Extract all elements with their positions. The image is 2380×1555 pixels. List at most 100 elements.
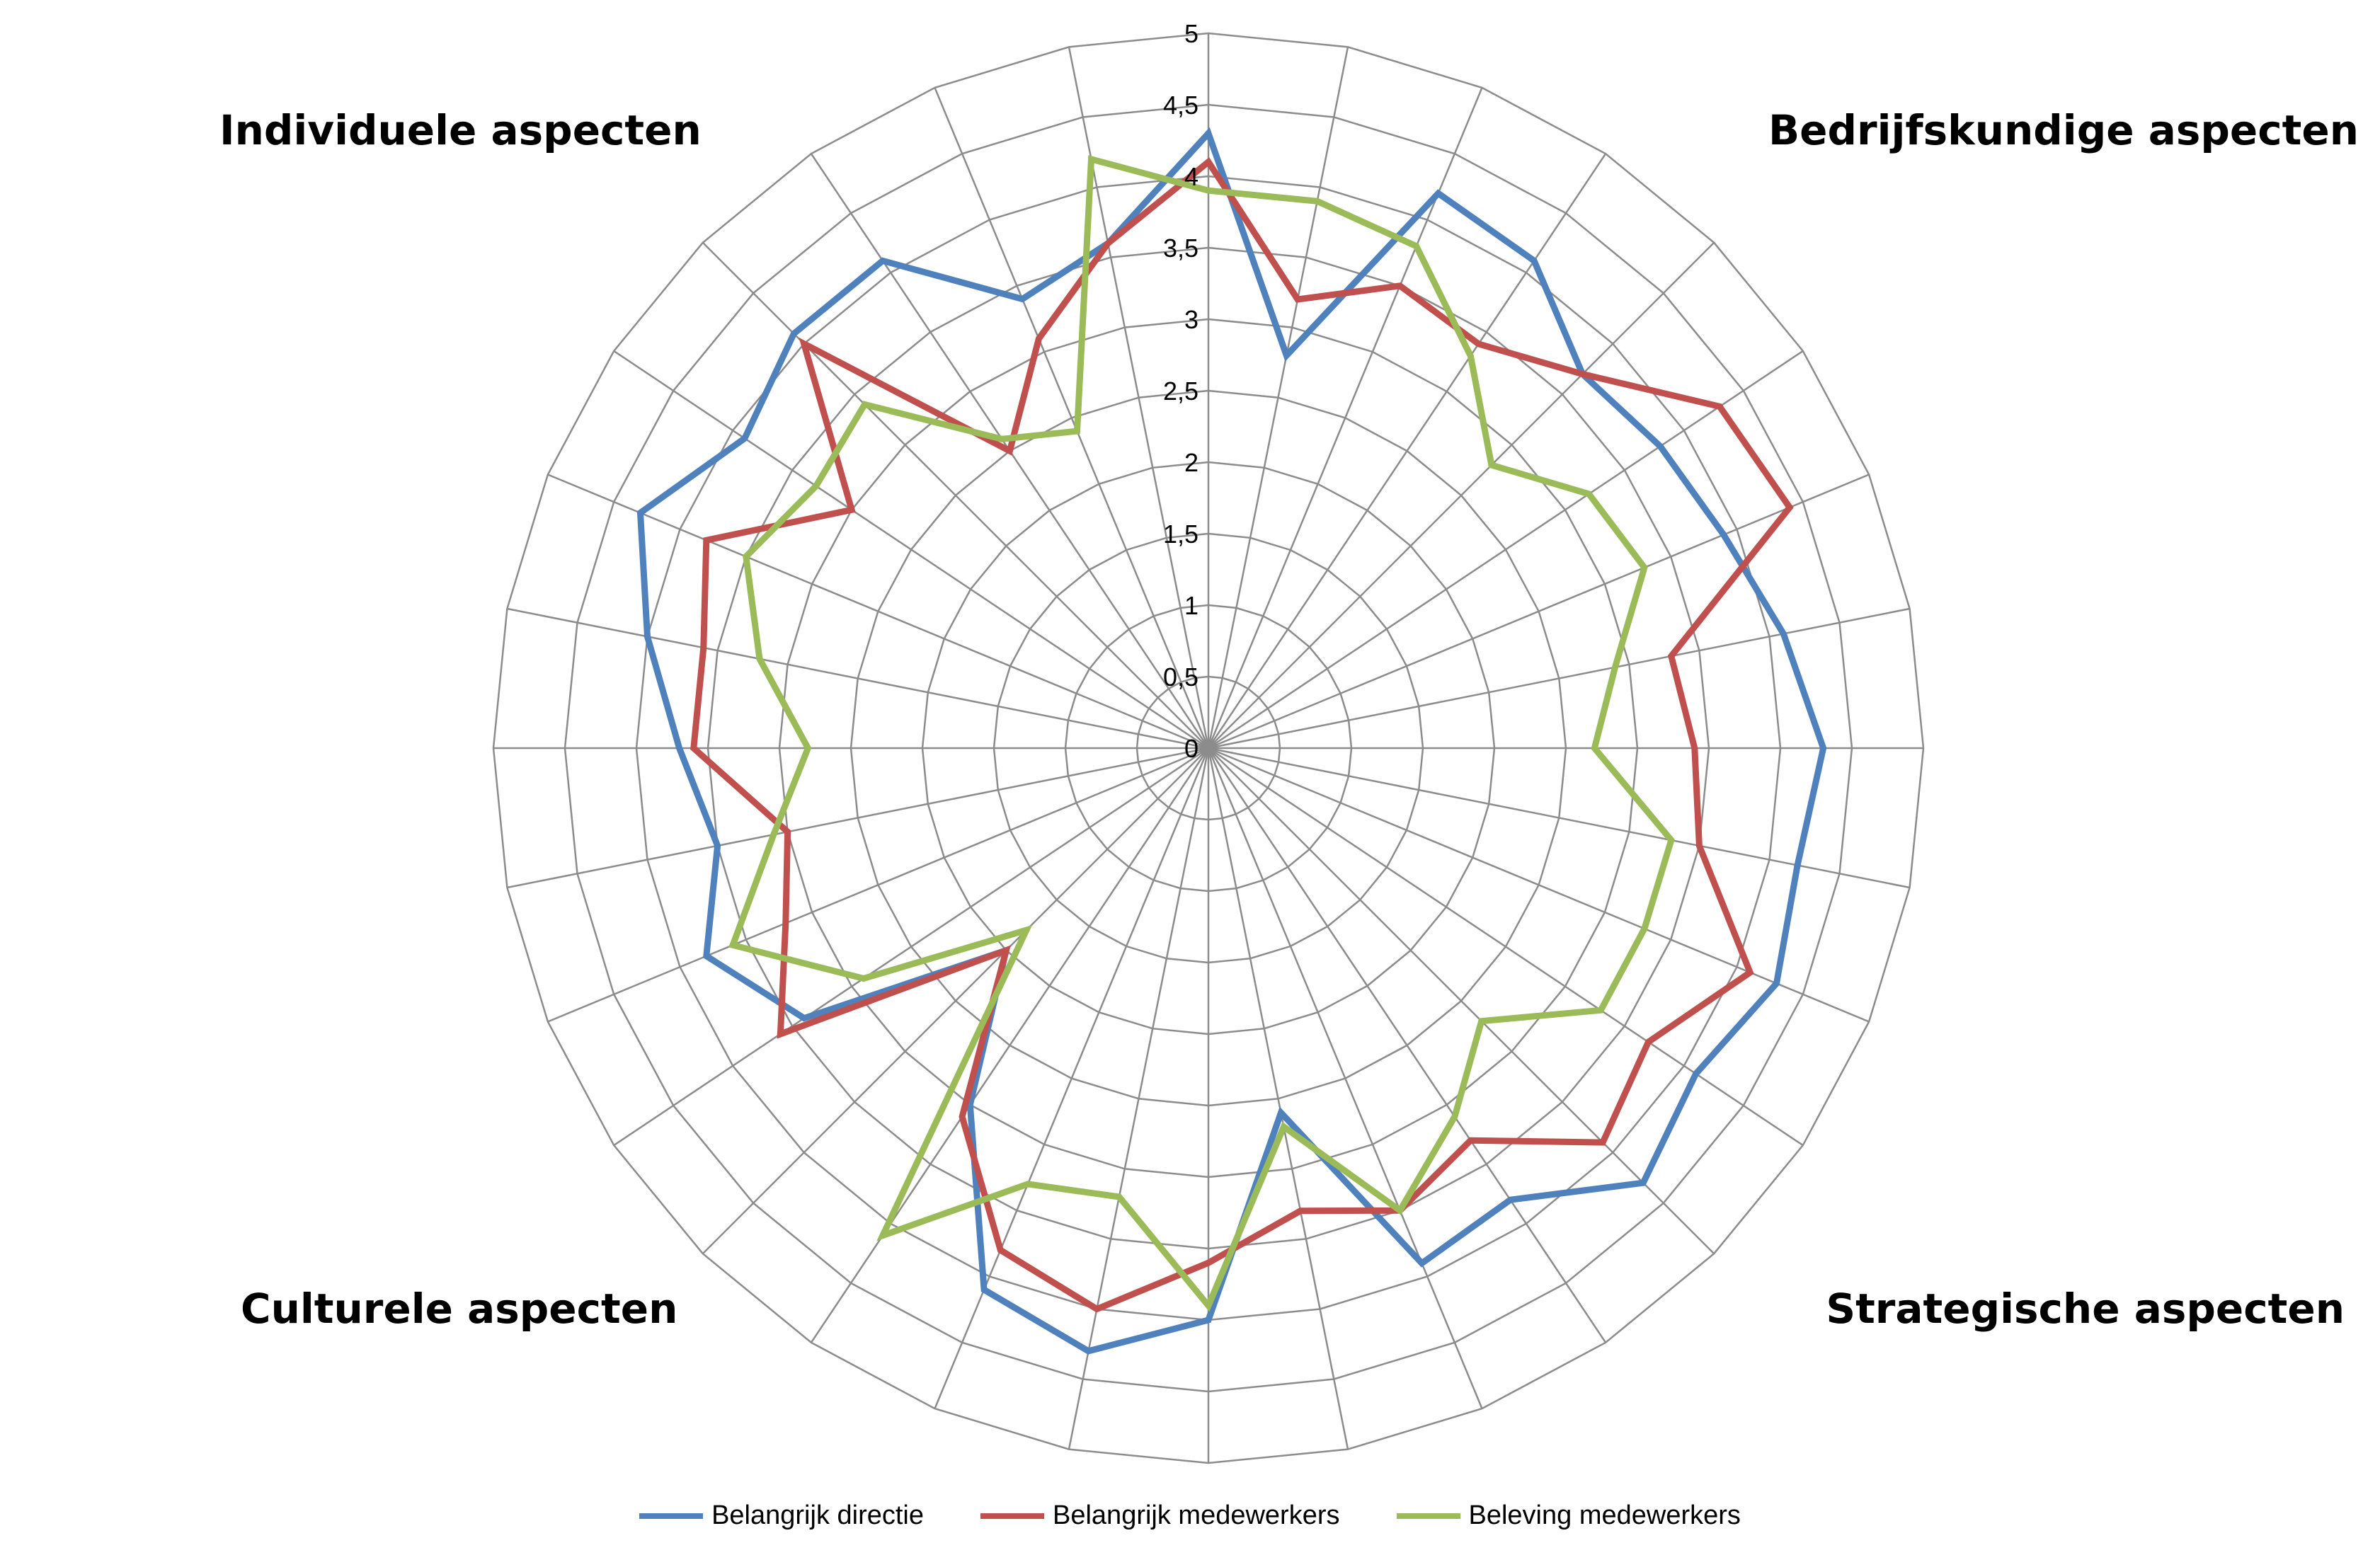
tick-label-6: 3: [1184, 305, 1198, 334]
series-1-point-9: [1696, 842, 1703, 849]
series-1-point-29: [1007, 448, 1013, 454]
series-1-point-3: [1475, 340, 1482, 347]
radar-spoke-3: [1207, 153, 1607, 749]
legend-item-belangrijk-directie: Belangrijk directie: [639, 1501, 924, 1531]
series-1-point-18: [997, 1247, 1004, 1253]
radar-spoke-28: [702, 241, 1209, 749]
series-2-point-4: [1488, 462, 1494, 469]
series-0-point-15: [1278, 1110, 1284, 1116]
radar-spoke-10: [1208, 747, 1870, 1023]
radar-spoke-13: [1207, 747, 1607, 1343]
series-2-point-16: [1206, 1302, 1211, 1309]
series-2-point-18: [1024, 1181, 1031, 1187]
series-2-point-27: [813, 483, 819, 489]
tick-label-5: 2,5: [1163, 377, 1198, 406]
radar-spoke-15: [1207, 747, 1349, 1450]
legend-swatch-belangrijk-directie: [639, 1513, 704, 1519]
series-0-point-5: [1657, 443, 1664, 449]
tick-label-4: 2: [1184, 448, 1198, 477]
series-1-point-13: [1468, 1137, 1474, 1144]
radar-spoke-5: [1208, 350, 1804, 750]
radar-spoke-23: [507, 747, 1209, 889]
series-1-point-17: [1094, 1306, 1100, 1312]
tick-label-8: 4: [1184, 162, 1198, 191]
series-0-point-18: [981, 1287, 988, 1293]
tick-label-0: 0: [1184, 734, 1198, 763]
series-1-point-4: [1579, 371, 1586, 377]
series-2-point-31: [1088, 156, 1094, 162]
series-0-point-28: [791, 331, 797, 337]
radar-spoke-1: [1207, 47, 1349, 749]
radar-spoke-21: [613, 747, 1209, 1147]
series-2-point-10: [1641, 926, 1647, 932]
series-2-point-2: [1413, 243, 1419, 249]
series-0-point-6: [1720, 532, 1727, 538]
series-2-point-3: [1468, 352, 1474, 359]
tick-label-3: 1,5: [1163, 520, 1198, 549]
series-0-point-9: [1795, 862, 1801, 868]
legend-label-belangrijk-medewerkers: Belangrijk medewerkers: [1053, 1501, 1340, 1530]
radial-tick-labels: 00,511,522,533,544,55: [1163, 19, 1198, 763]
series-1-point-30: [1036, 335, 1042, 342]
series-0-point-25: [644, 633, 651, 640]
series-2-point-5: [1586, 490, 1592, 497]
tick-label-2: 1: [1184, 591, 1198, 620]
series-1-point-0: [1206, 159, 1211, 165]
radar-spoke-30: [934, 87, 1210, 749]
series-0-point-14: [1419, 1260, 1425, 1266]
series-0-point-23: [714, 842, 721, 849]
quadrant-label-individuele: Individuele aspecten: [219, 106, 702, 154]
series-1-point-27: [849, 507, 855, 513]
legend-label-belangrijk-directie: Belangrijk directie: [711, 1501, 924, 1530]
series-0-point-17: [1085, 1348, 1092, 1354]
radar-spoke-4: [1208, 241, 1715, 749]
series-2-point-22: [730, 942, 736, 948]
series-2-point-1: [1314, 198, 1320, 205]
series-0-point-21: [801, 1015, 807, 1021]
radar-spoke-27: [613, 350, 1209, 750]
series-0-point-26: [637, 510, 643, 516]
legend-item-belangrijk-medewerkers: Belangrijk medewerkers: [980, 1501, 1340, 1531]
series-0-point-27: [742, 435, 748, 442]
radar-spoke-9: [1208, 747, 1910, 889]
radar-spoke-14: [1207, 747, 1483, 1409]
series-0-point-16: [1206, 1317, 1211, 1323]
series-2-point-23: [770, 832, 777, 838]
radar-spoke-17: [1068, 747, 1210, 1450]
series-1-point-22: [782, 920, 789, 926]
series-1-point-26: [703, 537, 709, 544]
series-0-point-7: [1780, 631, 1787, 637]
series-2-point-15: [1281, 1123, 1287, 1130]
series-1-point-31: [1105, 240, 1111, 246]
legend-label-beleving-medewerkers: Beleving medewerkers: [1468, 1501, 1741, 1530]
series-1-point-28: [801, 340, 807, 347]
series-1-point-15: [1298, 1207, 1303, 1214]
series-0-point-30: [1019, 296, 1026, 302]
series-2-point-20: [1023, 927, 1029, 934]
series-1-point-6: [1787, 504, 1793, 510]
radar-spoke-25: [507, 607, 1209, 750]
quadrant-label-bedrijfskundige: Bedrijfskundige aspecten: [1768, 106, 2359, 154]
series-2-point-7: [1612, 664, 1618, 670]
series-0-point-22: [703, 953, 709, 959]
series-2-point-12: [1478, 1018, 1484, 1024]
series-1-point-23: [784, 829, 791, 835]
radar-spoke-12: [1208, 747, 1715, 1255]
series-2-point-11: [1598, 1007, 1604, 1014]
series-1-point-24: [690, 745, 697, 751]
series-2-point-9: [1668, 837, 1674, 843]
series-1-point-7: [1668, 653, 1674, 659]
series-0-point-0: [1206, 130, 1211, 137]
series-1-point-10: [1747, 969, 1753, 975]
series-2-point-25: [757, 655, 762, 662]
series-1-point-11: [1645, 1039, 1652, 1045]
series-2-point-8: [1591, 745, 1598, 751]
series-0-point-10: [1773, 980, 1780, 987]
tick-label-10: 5: [1184, 19, 1198, 48]
series-1-point-2: [1397, 282, 1403, 289]
radar-spoke-20: [702, 747, 1209, 1255]
series-1-point-1: [1295, 297, 1301, 302]
series-0-point-29: [879, 258, 886, 264]
series-1-point-5: [1717, 403, 1723, 410]
